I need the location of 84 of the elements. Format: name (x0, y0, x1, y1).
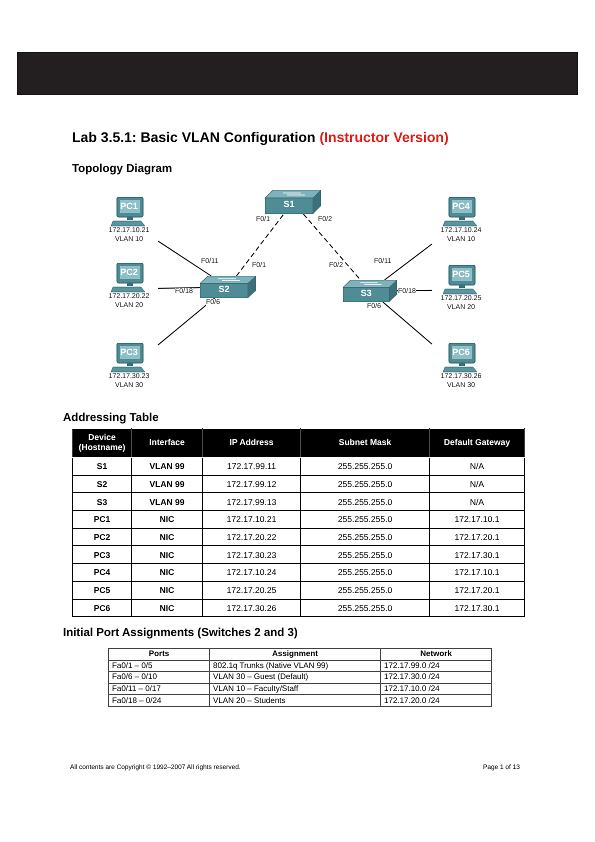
table-cell: 172.17.20.22 (202, 528, 300, 546)
table-cell: N/A (430, 458, 524, 476)
table-header-cell: Device (Hostname) (72, 428, 132, 458)
table-cell: 172.17.99.11 (202, 458, 300, 476)
table-cell: 172.17.99.13 (202, 492, 300, 511)
network-link (158, 240, 212, 276)
table-cell: 255.255.255.0 (300, 510, 430, 528)
table-header-cell: Interface (132, 428, 202, 458)
table-cell: VLAN 99 (132, 475, 202, 493)
title: Lab 3.5.1: Basic VLAN Configuration (72, 129, 316, 145)
device-label: PC6 (451, 347, 471, 357)
table-cell: 172.17.10.0 /24 (380, 683, 492, 695)
network-link (382, 302, 432, 345)
table-cell: 802.1q Trunks (Native VLAN 99) (210, 660, 380, 672)
table-cell: PC6 (72, 599, 132, 617)
table-cell: NIC (132, 510, 202, 528)
table-cell: PC4 (72, 564, 132, 582)
table-cell: NIC (132, 599, 202, 617)
table-cell: 172.17.10.1 (430, 510, 524, 528)
table-cell: 255.255.255.0 (300, 599, 430, 617)
table-header-cell: Subnet Mask (300, 428, 430, 458)
table-cell: 172.17.10.1 (430, 564, 524, 582)
table-cell: 172.17.20.1 (430, 581, 524, 599)
section-heading: Addressing Table (63, 412, 159, 424)
version-note: (Instructor Version) (319, 129, 449, 145)
table-header-cell: Network (380, 648, 492, 660)
table-cell: Fa0/18 – 0/24 (108, 694, 210, 706)
table-header-cell: Default Gateway (430, 428, 524, 458)
table-cell: 172.17.99.0 /24 (380, 660, 492, 672)
table-cell: VLAN 99 (132, 458, 202, 476)
network-link (302, 214, 361, 280)
table-cell: 255.255.255.0 (300, 581, 430, 599)
device-label: S1 (282, 199, 296, 210)
device-label: PC4 (451, 201, 471, 211)
table-cell: NIC (132, 581, 202, 599)
device-label: S2 (217, 284, 230, 294)
device-label: S3 (360, 288, 373, 298)
device-label: PC2 (119, 267, 139, 277)
network-link (158, 287, 200, 289)
device-label: PC5 (451, 269, 471, 279)
table-cell: S2 (72, 475, 132, 493)
table-cell: Fa0/11 – 0/17 (108, 683, 210, 695)
table-cell: 172.17.10.24 (202, 564, 300, 582)
network-link (236, 214, 284, 276)
table-cell: 172.17.20.0 /24 (380, 694, 492, 706)
table-cell: PC2 (72, 528, 132, 546)
table-cell: 172.17.30.23 (202, 546, 300, 564)
table-cell: N/A (430, 475, 524, 493)
table-cell: 255.255.255.0 (300, 492, 430, 511)
device-label: PC1 (119, 201, 139, 211)
section-heading: Initial Port Assignments (Switches 2 and 3) (63, 627, 298, 639)
table-header-cell: IP Address (202, 428, 300, 458)
table-cell: 172.17.20.25 (202, 581, 300, 599)
table-cell: 255.255.255.0 (300, 458, 430, 476)
table-cell: S1 (72, 458, 132, 476)
table-cell: N/A (430, 492, 524, 511)
table-cell: PC1 (72, 510, 132, 528)
table-cell: 255.255.255.0 (300, 564, 430, 582)
table-header-cell: Assignment (210, 648, 380, 660)
table-cell: Fa0/1 – 0/5 (108, 660, 210, 672)
table-cell: Fa0/6 – 0/10 (108, 672, 210, 684)
table-cell: VLAN 10 – Faculty/Staff (210, 683, 380, 695)
table-cell: 172.17.20.1 (430, 528, 524, 546)
table-cell: S3 (72, 492, 132, 511)
table-cell: NIC (132, 528, 202, 546)
table-cell: 172.17.99.12 (202, 475, 300, 493)
table-cell: NIC (132, 546, 202, 564)
table-cell: 172.17.30.1 (430, 546, 524, 564)
table-cell: PC5 (72, 581, 132, 599)
table-cell: NIC (132, 564, 202, 582)
table-cell: 172.17.30.26 (202, 599, 300, 617)
table-cell: 172.17.10.21 (202, 510, 300, 528)
table-cell: 172.17.30.1 (430, 599, 524, 617)
table-cell: VLAN 99 (132, 492, 202, 511)
network-link (384, 244, 432, 280)
table-header-cell: Ports (108, 648, 210, 660)
table-cell: 255.255.255.0 (300, 475, 430, 493)
table-cell: 172.17.30.0 /24 (380, 672, 492, 684)
table-cell: 255.255.255.0 (300, 546, 430, 564)
table-cell: VLAN 30 – Guest (Default) (210, 672, 380, 684)
table-cell: PC3 (72, 546, 132, 564)
table-cell: VLAN 20 – Students (210, 694, 380, 706)
table-cell: 255.255.255.0 (300, 528, 430, 546)
device-label: PC3 (119, 347, 139, 357)
